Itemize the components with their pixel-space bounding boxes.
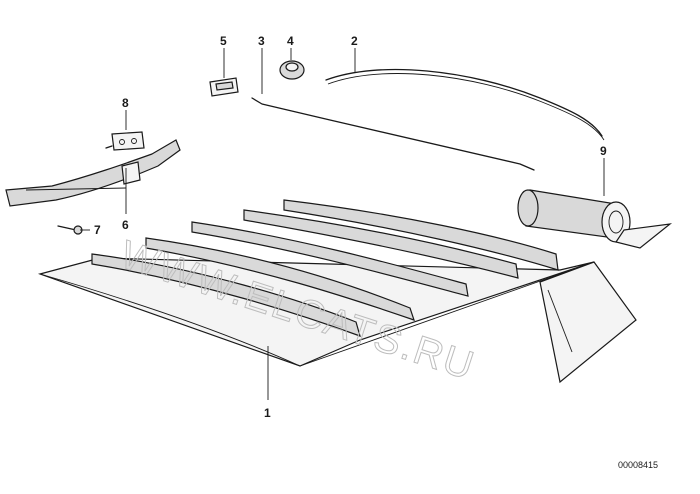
part-2-cable — [325, 68, 605, 141]
callout-3: 3 — [258, 34, 265, 48]
callout-7: 7 — [94, 223, 101, 237]
callout-4: 4 — [287, 34, 294, 48]
callout-9: 9 — [600, 144, 607, 158]
part-9-roll — [517, 189, 673, 249]
leader-lines — [25, 48, 605, 400]
roof-bows — [91, 199, 559, 337]
callouts: 1 2 3 4 5 6 7 8 9 — [94, 34, 607, 420]
part-6-handle — [5, 139, 181, 207]
callout-2: 2 — [351, 34, 358, 48]
callout-5: 5 — [220, 34, 227, 48]
part-3-rod — [251, 97, 535, 171]
part-8-bracket — [105, 131, 145, 151]
part-7-screw — [57, 225, 83, 235]
callout-6: 6 — [122, 218, 129, 232]
callout-8: 8 — [122, 96, 129, 110]
callout-1: 1 — [264, 406, 271, 420]
part-5-clip — [209, 77, 239, 97]
drawing-number: 00008415 — [618, 460, 658, 470]
part-4-knob — [279, 60, 305, 80]
